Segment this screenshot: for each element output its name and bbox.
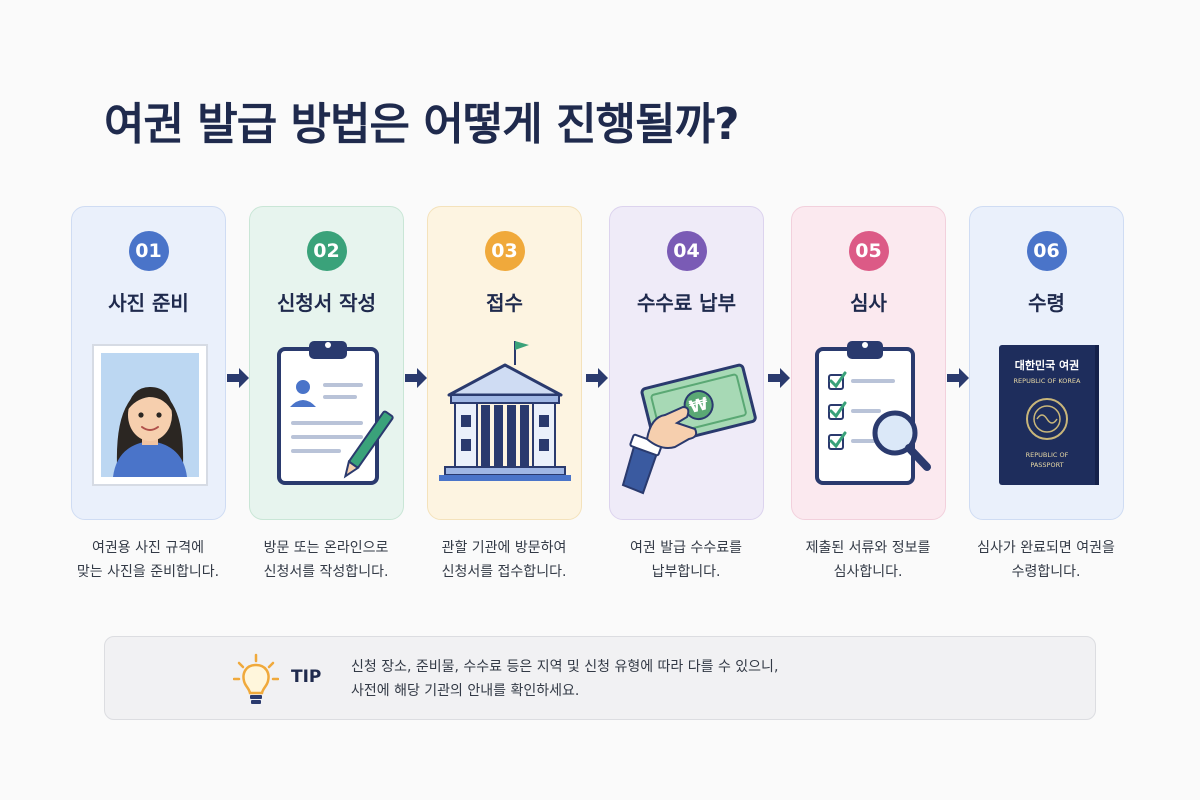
arrow-right-icon (945, 365, 971, 391)
step-description-4: 여권 발급 수수료를 납부합니다. (630, 540, 742, 580)
step-title: 신청서 작성 (277, 291, 376, 315)
step-card-2: 02 신청서 작성 (249, 206, 404, 520)
svg-text:₩: ₩ (687, 394, 710, 418)
svg-text:대한민국 여권: 대한민국 여권 (1014, 358, 1079, 372)
arrow-right-icon (584, 365, 610, 391)
step-title: 접수 (486, 291, 523, 315)
step-card-6: 06 수령 대한민국 여권 REPUBLIC OF KOREA REPUBLIC… (969, 206, 1124, 520)
arrow-right-icon (225, 365, 251, 391)
step-description-6: 심사가 완료되면 여권을 수령합니다. (977, 540, 1115, 580)
step-card-5: 05 심사 (791, 206, 946, 520)
step-number: 01 (128, 231, 169, 271)
process-steps: 01 사진 준비 여권용 사진 규격에 맞는 사진을 준비합니다. 02 신 (71, 206, 1124, 580)
svg-text:PASSPORT: PASSPORT (1030, 461, 1063, 469)
step-card-3: 03 접수 (427, 206, 582, 520)
step-description-2: 방문 또는 온라인으로 신청서를 작성합니다. (263, 540, 389, 580)
clipboard-form-icon (257, 335, 397, 495)
government-building-icon (435, 335, 575, 495)
step-description-1: 여권용 사진 규격에 맞는 사진을 준비합니다. (76, 540, 220, 580)
svg-text:REPUBLIC OF KOREA: REPUBLIC OF KOREA (1013, 377, 1080, 385)
checklist-magnifier-icon (799, 335, 939, 495)
arrow-right-icon (403, 365, 429, 391)
banknote-payment-icon: ₩ (617, 335, 757, 495)
step-title: 수수료 납부 (637, 291, 736, 315)
lightbulb-icon (233, 653, 279, 707)
arrow-right-icon (766, 365, 792, 391)
tip-box: TIP 신청 장소, 준비물, 수수료 등은 지역 및 신청 유형에 따라 다를… (104, 636, 1096, 720)
portrait-photo-icon (79, 335, 219, 495)
step-card-1: 01 사진 준비 (71, 206, 226, 520)
page-title: 여권 발급 방법은 어떻게 진행될까? (104, 99, 740, 150)
svg-text:REPUBLIC OF: REPUBLIC OF (1025, 451, 1068, 459)
step-number: 03 (484, 231, 525, 271)
step-number: 05 (848, 231, 889, 271)
step-number: 06 (1026, 231, 1067, 271)
step-title: 사진 준비 (108, 291, 189, 315)
step-card-4: 04 수수료 납부 ₩ (609, 206, 764, 520)
step-description-3: 관할 기관에 방문하여 신청서를 접수합니다. (441, 540, 567, 580)
step-description-5: 제출된 서류와 정보를 심사합니다. (805, 540, 931, 580)
tip-label: TIP (291, 667, 322, 687)
passport-icon: 대한민국 여권 REPUBLIC OF KOREA REPUBLIC OF PA… (977, 335, 1117, 495)
step-number: 04 (666, 231, 707, 271)
step-title: 수령 (1028, 291, 1065, 315)
step-number: 02 (306, 231, 347, 271)
tip-text: 신청 장소, 준비물, 수수료 등은 지역 및 신청 유형에 따라 다를 수 있… (351, 659, 779, 699)
step-title: 심사 (850, 291, 887, 315)
